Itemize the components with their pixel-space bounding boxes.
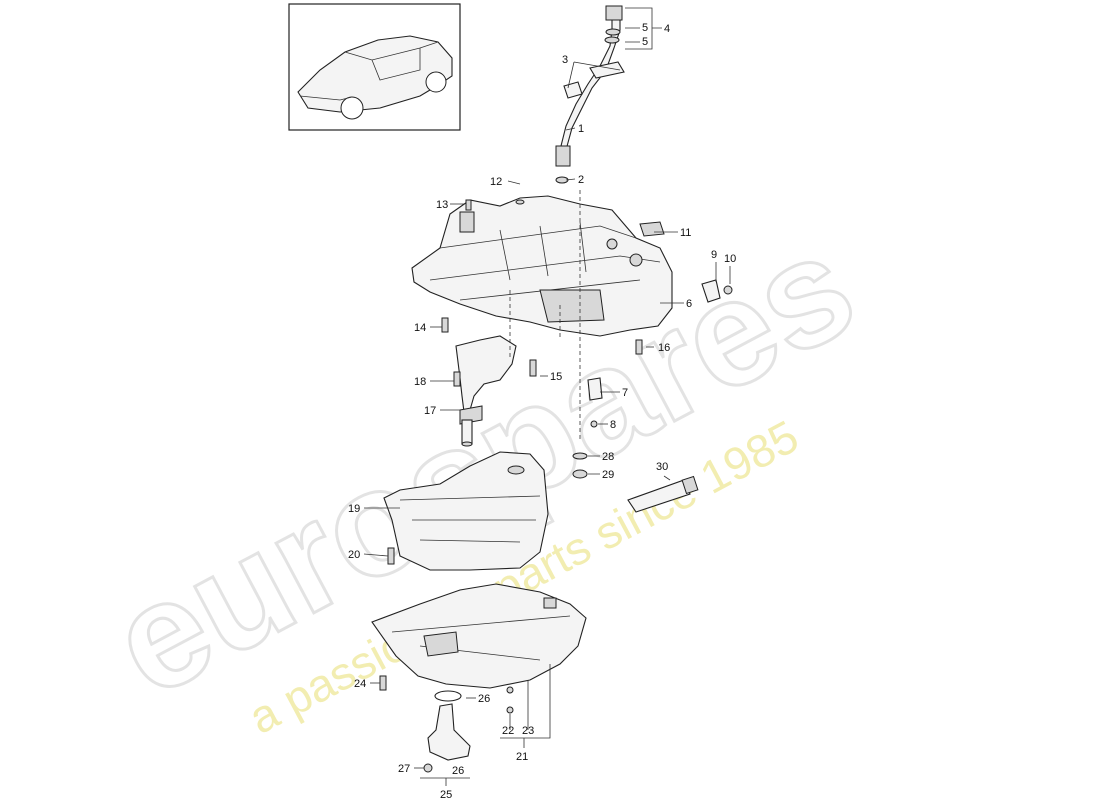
lower-oil-pan — [371, 583, 587, 689]
callout-1: 1 — [578, 123, 584, 135]
callout-17: 17 — [424, 405, 436, 417]
oil-strainer — [423, 690, 471, 773]
sealant-tube — [627, 475, 699, 513]
callout-24: 24 — [354, 678, 366, 690]
callout-2: 2 — [578, 174, 584, 186]
callout-10: 10 — [724, 253, 736, 265]
callout-12: 12 — [490, 176, 502, 188]
callout-28: 28 — [602, 451, 614, 463]
callout-3: 3 — [562, 54, 568, 66]
seal-28 — [572, 452, 588, 460]
callout-6: 6 — [686, 298, 692, 310]
callout-23: 23 — [522, 725, 534, 737]
callout-9: 9 — [711, 249, 717, 261]
callout-14: 14 — [414, 322, 426, 334]
sensor-9-10 — [701, 279, 733, 303]
bolt-8 — [590, 420, 598, 428]
fasteners — [379, 199, 643, 714]
callouts: 1 2 3 4 5 5 6 7 8 9 10 11 12 13 14 15 16… — [348, 22, 736, 800]
callout-19: 19 — [348, 503, 360, 515]
baffle-19 — [383, 451, 549, 571]
vehicle-thumbnail — [288, 3, 461, 131]
callout-22: 22 — [502, 725, 514, 737]
callout-27: 27 — [398, 763, 410, 775]
callout-26b: 26 — [452, 765, 464, 777]
callout-16: 16 — [658, 342, 670, 354]
oil-pump — [455, 335, 517, 447]
callout-26a: 26 — [478, 693, 490, 705]
callout-30: 30 — [656, 461, 668, 473]
sensor-7 — [587, 377, 603, 401]
callout-7: 7 — [622, 387, 628, 399]
upper-oil-pan-housing — [411, 195, 673, 337]
dipstick-tube — [555, 5, 625, 184]
callout-5b: 5 — [642, 36, 648, 48]
callout-20: 20 — [348, 549, 360, 561]
callout-21: 21 — [516, 751, 528, 763]
leader-lines — [363, 7, 731, 786]
callout-13: 13 — [436, 199, 448, 211]
callout-11: 11 — [680, 227, 691, 239]
callout-18: 18 — [414, 376, 426, 388]
callout-8: 8 — [610, 419, 616, 431]
gasket-11 — [639, 221, 665, 237]
plug-29 — [572, 469, 588, 479]
callout-4: 4 — [664, 23, 670, 35]
callout-29: 29 — [602, 469, 614, 481]
callout-25: 25 — [440, 789, 452, 800]
callout-5a: 5 — [642, 22, 648, 34]
callout-15: 15 — [550, 371, 562, 383]
